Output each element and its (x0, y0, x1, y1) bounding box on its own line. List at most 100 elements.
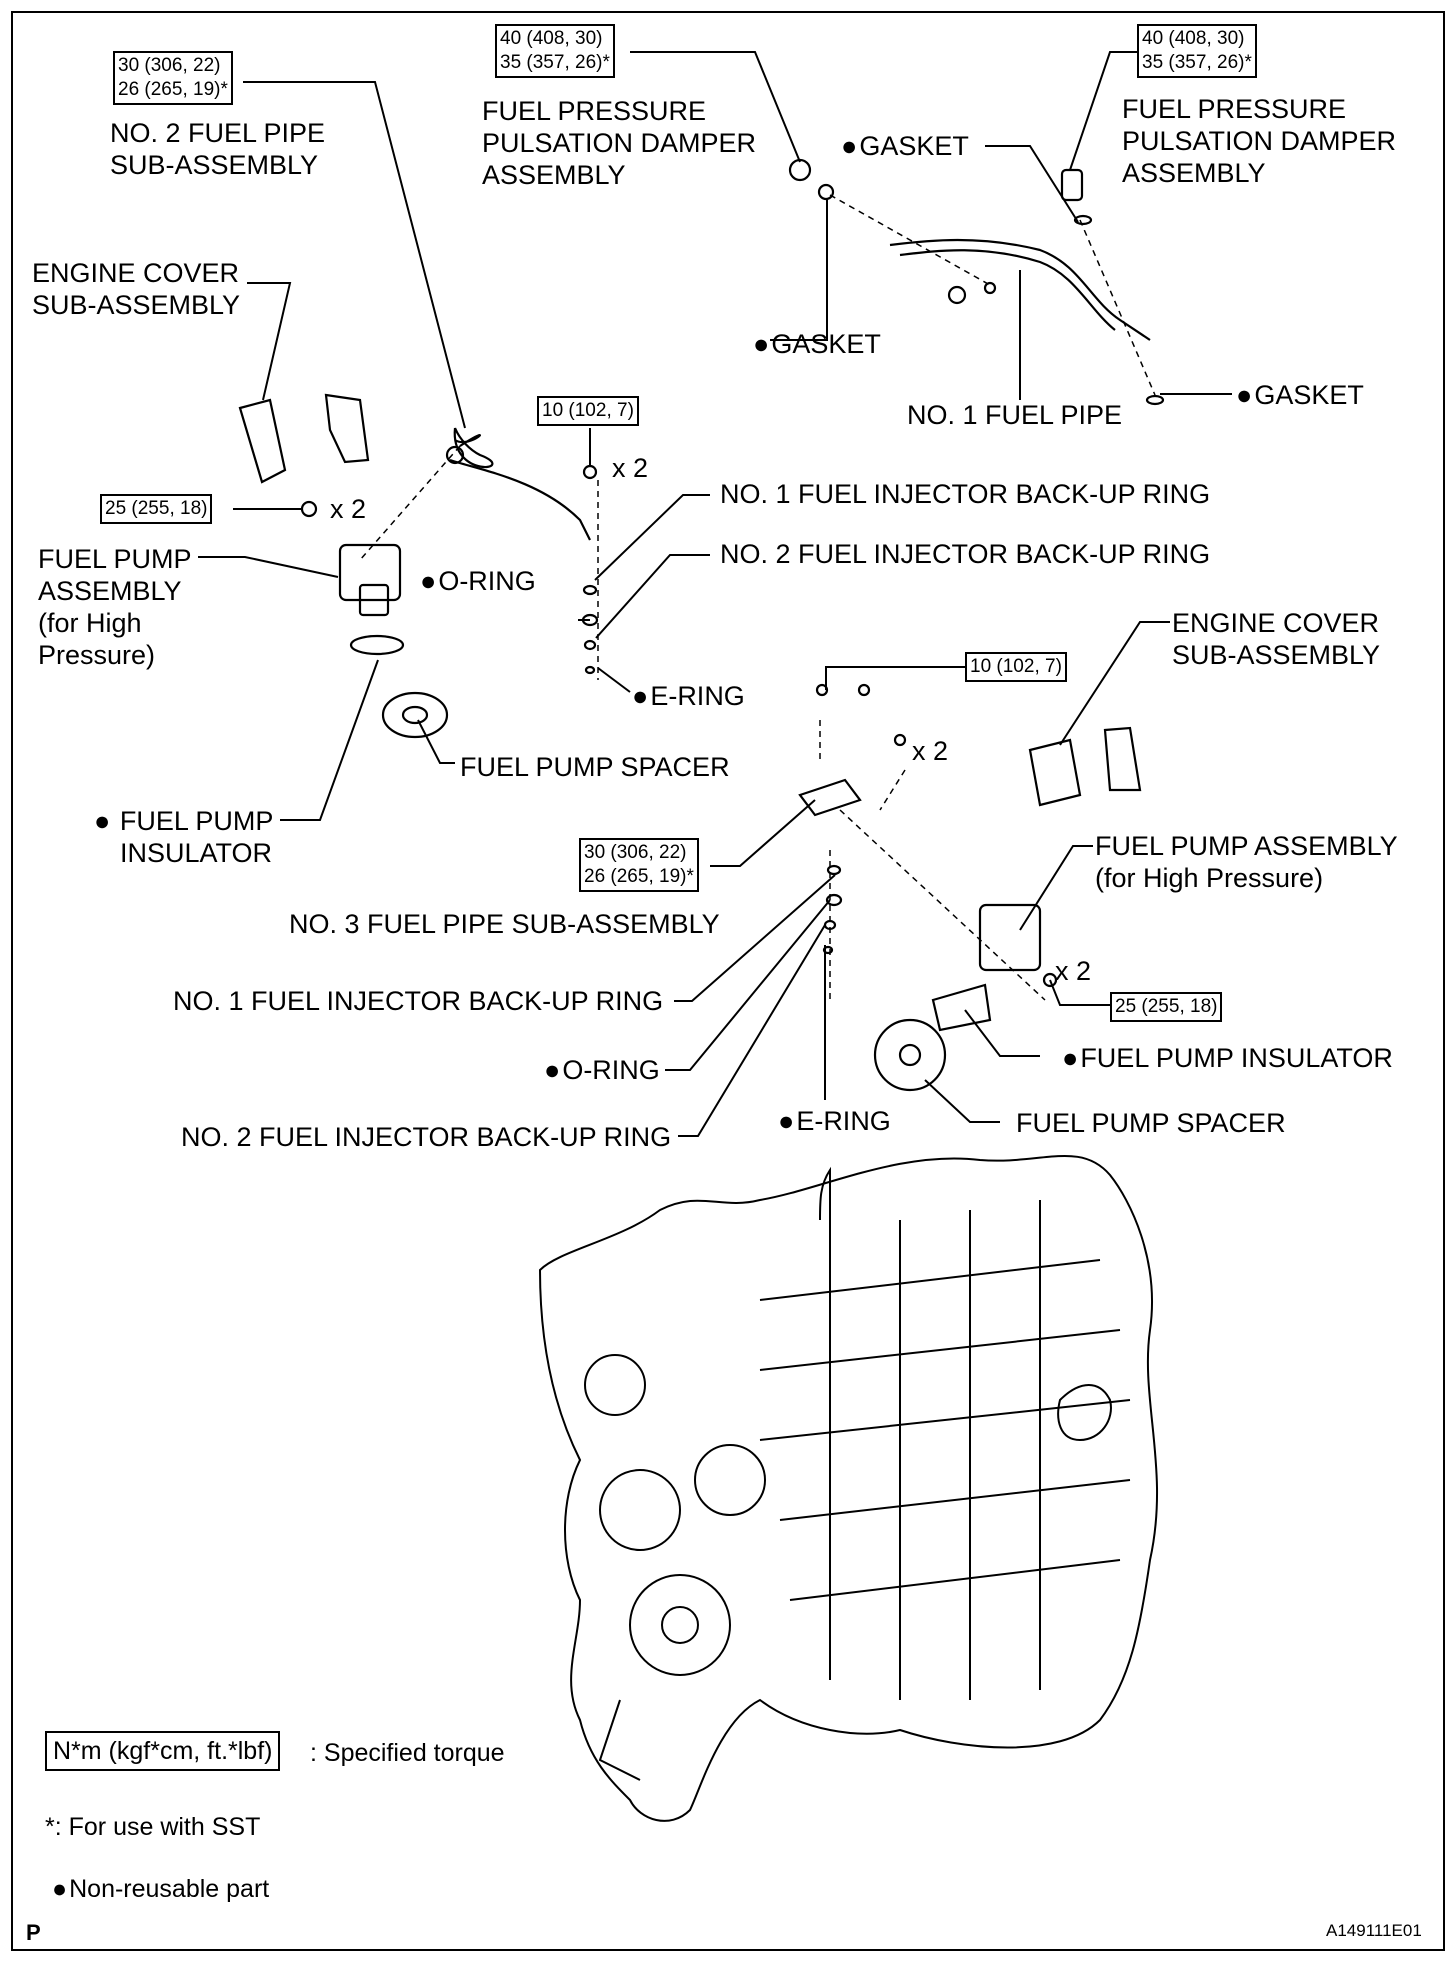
label-fuel-pump-insulator-left-2: INSULATOR (120, 838, 273, 868)
torque-value: 30 (306, 22) (118, 55, 221, 76)
label-line: ENGINE COVER (32, 258, 240, 288)
torque-value-sst: 35 (357, 26)* (1142, 52, 1252, 73)
leader-insulator-left (280, 659, 379, 821)
label-line: SUB-ASSEMBLY (32, 290, 241, 320)
leader-spacer-right (924, 1079, 1000, 1123)
engine-illustration (538, 1155, 1159, 1822)
leader-no2-pipe-torque (243, 81, 466, 429)
torque-value: 40 (408, 30) (1142, 28, 1245, 49)
leader-fuel-pump-left (198, 556, 339, 578)
label-line: FUEL PUMP (38, 544, 192, 574)
leader-insulator-right (964, 1009, 1040, 1057)
label-line: SUB-ASSEMBLY (110, 150, 319, 180)
parts (238, 158, 1165, 1092)
label-line: FUEL PUMP (119, 806, 274, 836)
torque-box-damper-right: 40 (408, 30) 35 (357, 26)* (1137, 24, 1257, 78)
leader-damper-left (630, 51, 801, 163)
leader-gasket-top (985, 145, 1079, 223)
label-no1-backup-ring-bottom: NO. 1 FUEL INJECTOR BACK-UP RING (173, 986, 664, 1016)
label-pulsation-damper-right: FUEL PRESSURE PULSATION DAMPER ASSEMBLY (1122, 93, 1396, 189)
torque-value-sst: 26 (265, 19)* (584, 866, 694, 887)
leader-ering-top (597, 667, 631, 693)
label-line: NO. 2 FUEL PIPE (110, 118, 326, 148)
label-x2-left: x 2 (330, 494, 367, 524)
torque-value: 10 (102, 7) (542, 400, 634, 421)
label-line: PULSATION DAMPER (482, 128, 757, 158)
torque-value: 10 (102, 7) (970, 656, 1062, 677)
leader-oring-bottom (665, 899, 831, 1071)
label-fuel-pump-left: FUEL PUMP ASSEMBLY (for High Pressure) (38, 543, 192, 671)
torque-value: 25 (255, 18) (105, 498, 208, 519)
leader-no2-ring-bottom (678, 924, 826, 1137)
label-fuel-pump-insulator-right: FUEL PUMP INSULATOR (1062, 1042, 1393, 1074)
label-fuel-pump-insulator-left: FUEL PUMP (94, 805, 274, 837)
torque-box-25-right: 25 (255, 18) (1110, 992, 1223, 1022)
torque-value: 30 (306, 22) (584, 842, 687, 863)
label-pulsation-damper-left: FUEL PRESSURE PULSATION DAMPER ASSEMBLY (482, 95, 756, 191)
label-line: FUEL PRESSURE (1122, 94, 1347, 124)
label-fuel-pump-spacer-bottom: FUEL PUMP SPACER (1016, 1108, 1286, 1138)
torque-value: 40 (408, 30) (500, 28, 603, 49)
label-no2-fuel-pipe: NO. 2 FUEL PIPE SUB-ASSEMBLY (110, 117, 325, 181)
label-gasket-top: GASKET (841, 130, 969, 162)
torque-value-sst: 35 (357, 26)* (500, 52, 610, 73)
label-o-ring-top: O-RING (420, 565, 536, 597)
label-line: FUEL PRESSURE (482, 96, 707, 126)
non-reusable-note: Non-reusable part (52, 1873, 269, 1905)
diagram-frame (11, 11, 1445, 1951)
leader-no1-ring-top (594, 494, 710, 581)
leader-no1-ring-bottom (674, 874, 836, 1002)
leader-damper-right (1069, 51, 1137, 171)
label-line: SUB-ASSEMBLY (1172, 640, 1381, 670)
label-line: Pressure) (38, 640, 156, 670)
torque-box-25-left: 25 (255, 18) (100, 494, 213, 524)
leader-fuel-pump-right (1019, 845, 1093, 931)
sst-note: *: For use with SST (45, 1813, 261, 1841)
label-no1-backup-ring-top: NO. 1 FUEL INJECTOR BACK-UP RING (720, 479, 1211, 509)
label-no2-backup-ring-bottom: NO. 2 FUEL INJECTOR BACK-UP RING (181, 1122, 672, 1152)
leader-10-mid (825, 666, 965, 690)
label-line: ASSEMBLY (1122, 158, 1266, 188)
torque-box-damper-left: 40 (408, 30) 35 (357, 26)* (495, 24, 615, 78)
torque-box-10-mid: 10 (102, 7) (965, 652, 1067, 682)
torque-box-10-top: 10 (102, 7) (537, 396, 639, 426)
label-x2-mid: x 2 (912, 736, 949, 766)
label-e-ring-bottom: E-RING (778, 1105, 891, 1137)
label-o-ring-bottom: O-RING (544, 1054, 660, 1086)
figure-id: A149111E01 (1326, 1921, 1422, 1940)
label-line: (for High (38, 608, 142, 638)
label-line: ASSEMBLY (38, 576, 182, 606)
label-x2-top: x 2 (612, 453, 649, 483)
label-line: ENGINE COVER (1172, 608, 1380, 638)
torque-box-no3-pipe: 30 (306, 22) 26 (265, 19)* (579, 838, 699, 892)
leader-engine-cover-right (1059, 621, 1170, 746)
label-gasket-right: GASKET (1236, 379, 1364, 411)
torque-unit-text: : Specified torque (310, 1739, 505, 1767)
leader-25-right (1049, 979, 1110, 1006)
label-no1-fuel-pipe: NO. 1 FUEL PIPE (907, 400, 1123, 430)
label-fuel-pump-spacer-top: FUEL PUMP SPACER (460, 752, 730, 782)
label-x2-right: x 2 (1055, 956, 1092, 986)
torque-value: 25 (255, 18) (1115, 996, 1218, 1017)
torque-value-sst: 26 (265, 19)* (118, 79, 228, 100)
corner-letter: P (26, 1920, 41, 1945)
leader-30-mid (710, 799, 816, 867)
label-line: PULSATION DAMPER (1122, 126, 1397, 156)
label-line: (for High Pressure) (1095, 863, 1324, 893)
label-e-ring-top: E-RING (632, 680, 745, 712)
torque-unit-box: N*m (kgf*cm, ft.*lbf) (45, 1731, 281, 1771)
label-fuel-pump-right: FUEL PUMP ASSEMBLY (for High Pressure) (1095, 830, 1398, 894)
label-no3-fuel-pipe: NO. 3 FUEL PIPE SUB-ASSEMBLY (289, 909, 720, 939)
leader-engine-cover-left (247, 282, 292, 401)
leader-gasket-mid (770, 200, 828, 341)
label-line: ASSEMBLY (482, 160, 626, 190)
label-no2-backup-ring-top: NO. 2 FUEL INJECTOR BACK-UP RING (720, 539, 1211, 569)
label-engine-cover-left: ENGINE COVER SUB-ASSEMBLY (32, 257, 240, 321)
label-engine-cover-right: ENGINE COVER SUB-ASSEMBLY (1172, 607, 1380, 671)
leader-no2-ring-top (595, 554, 710, 639)
torque-box-no2-pipe: 30 (306, 22) 26 (265, 19)* (113, 51, 233, 105)
label-line: FUEL PUMP ASSEMBLY (1095, 831, 1398, 861)
label-gasket-mid: GASKET (753, 328, 881, 360)
leader-spacer-left (417, 719, 455, 764)
